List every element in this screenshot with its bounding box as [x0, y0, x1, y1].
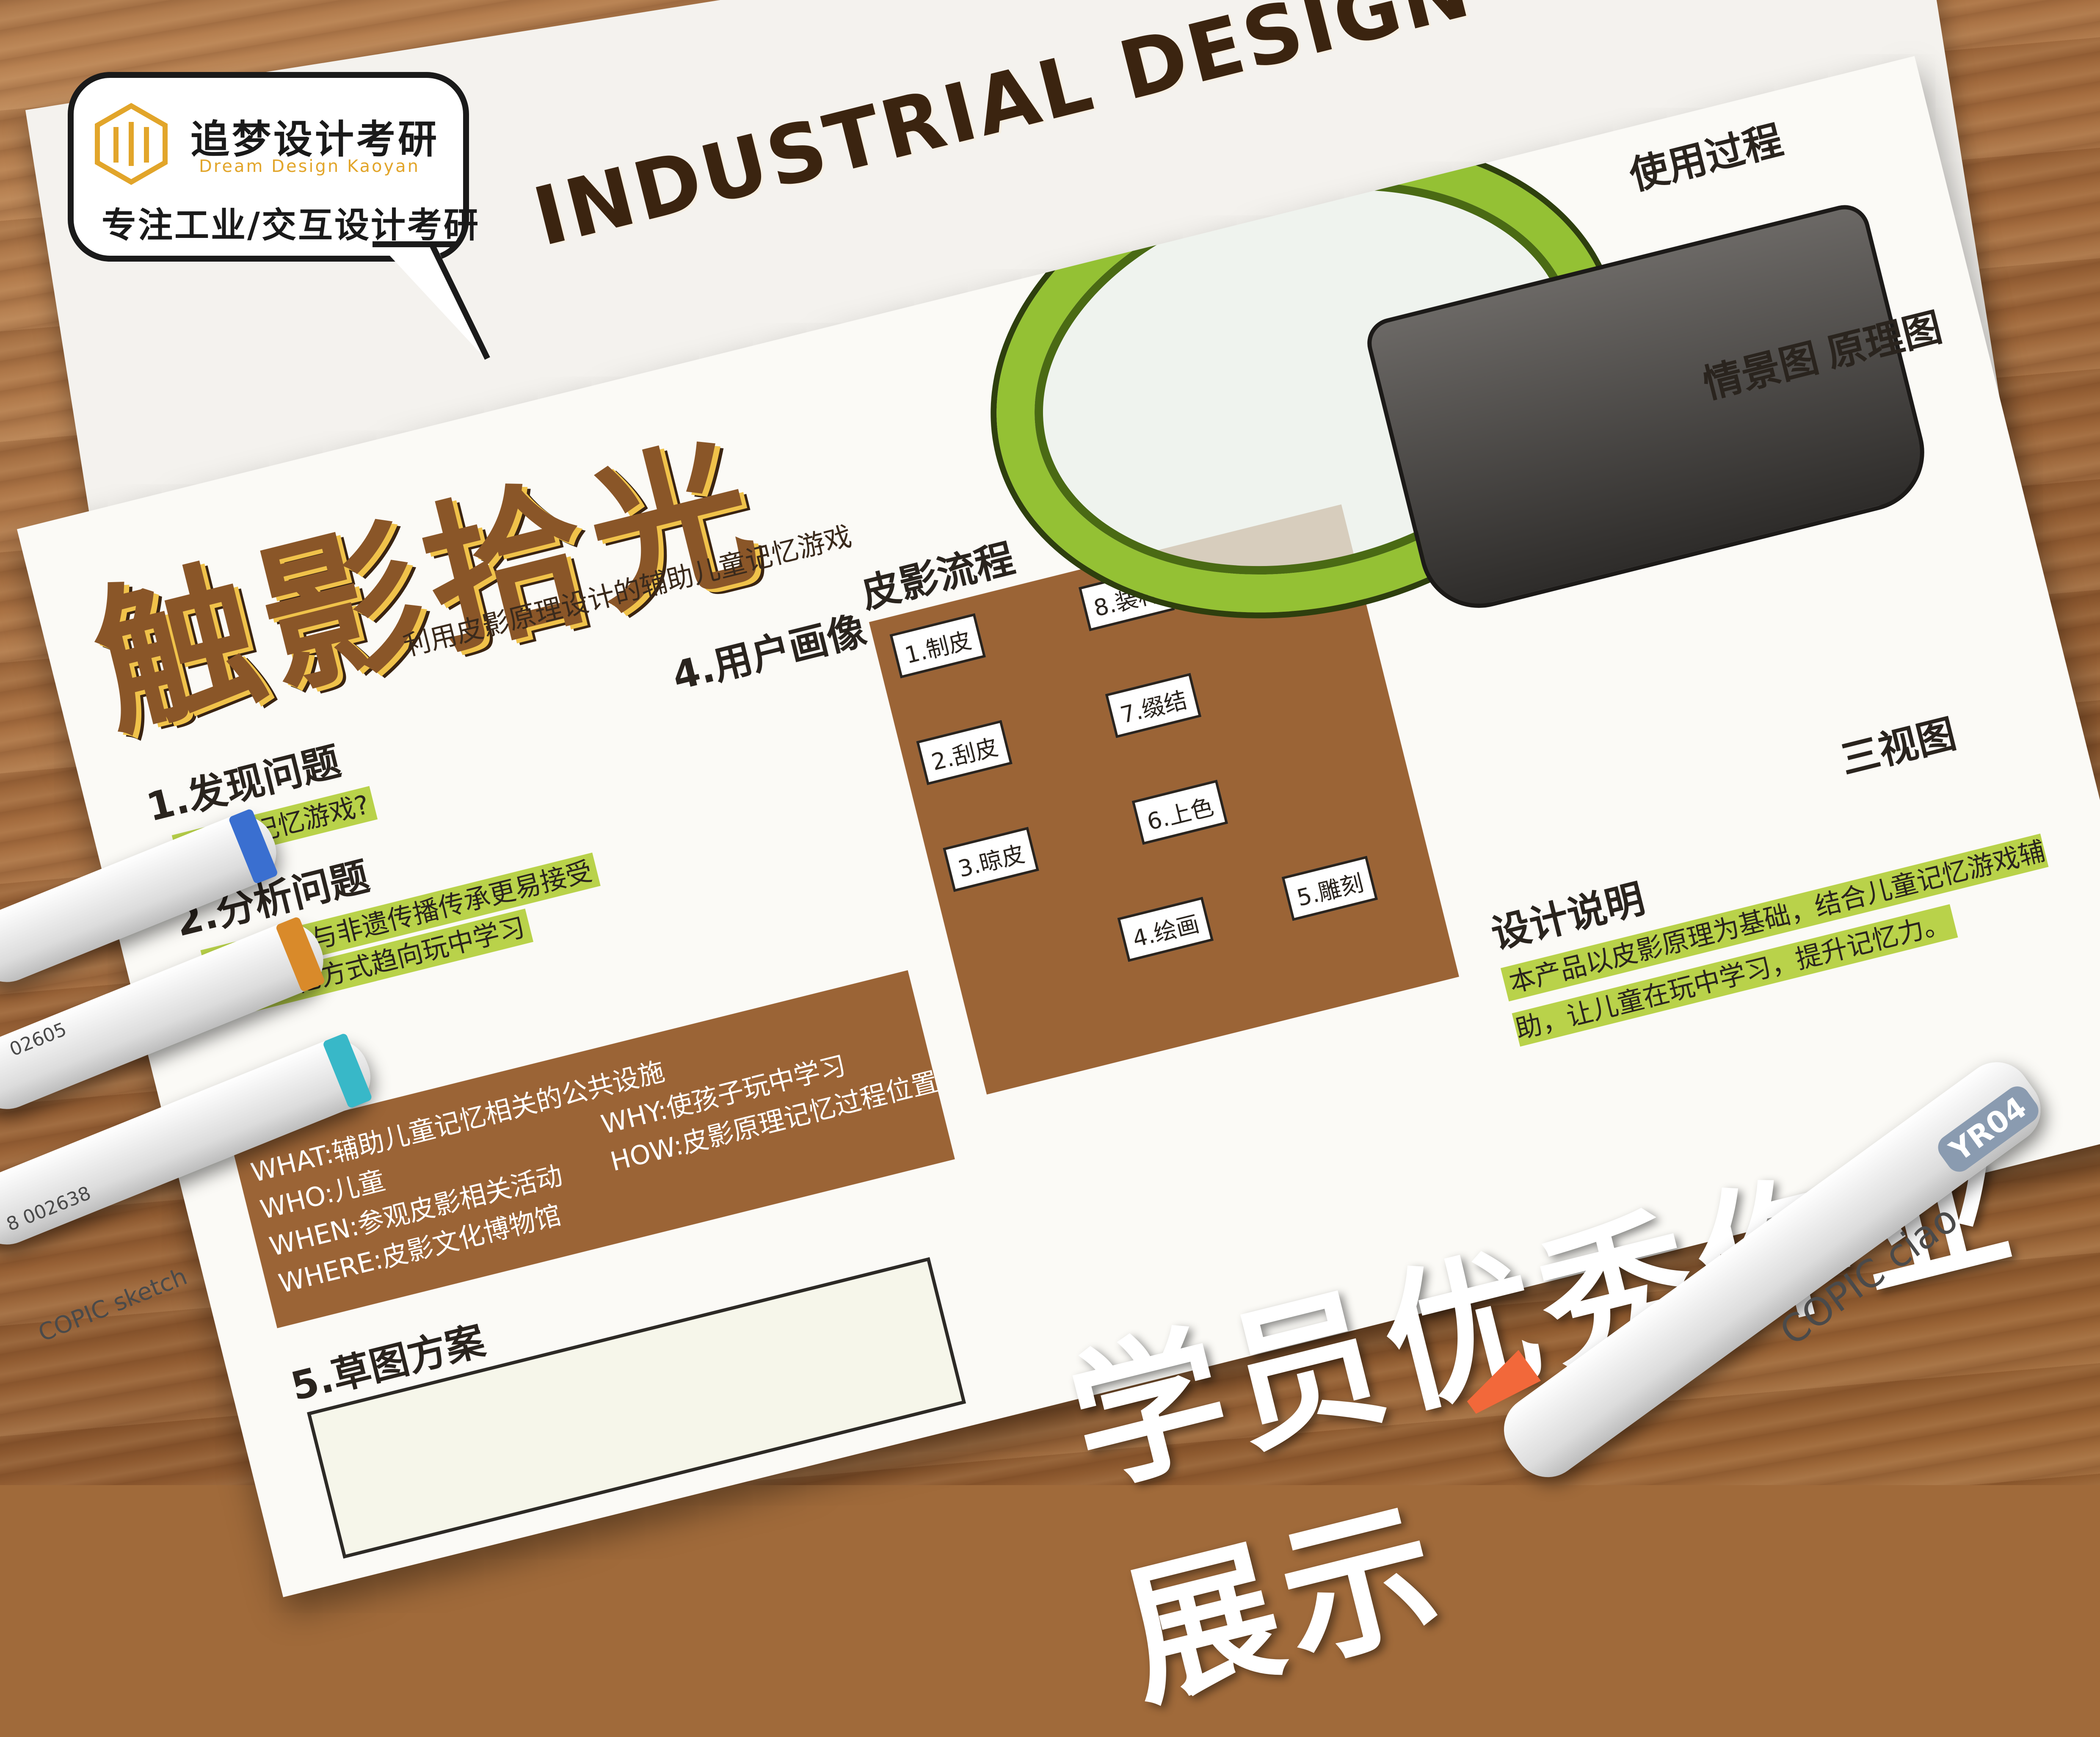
- brand-name-cn: 追梦设计考研: [190, 117, 440, 162]
- brand-logo-icon: [95, 103, 168, 185]
- sketch-panel: [307, 1257, 966, 1559]
- design-desc-text: 本产品以皮影原理为基础，结合儿童记忆游戏辅助，让儿童在玩中学习，提升记忆力。: [1499, 824, 2076, 1053]
- section-usage: 使用过程: [1625, 117, 1787, 199]
- brand-tagline: 专注工业/交互设计考研: [102, 205, 480, 246]
- bubble-tail-edge-top: [373, 241, 457, 247]
- brand-speech-bubble: [68, 72, 469, 262]
- section-three-view: 三视图: [1836, 711, 1961, 783]
- brand-name-en: Dream Design Kaoyan: [199, 157, 420, 176]
